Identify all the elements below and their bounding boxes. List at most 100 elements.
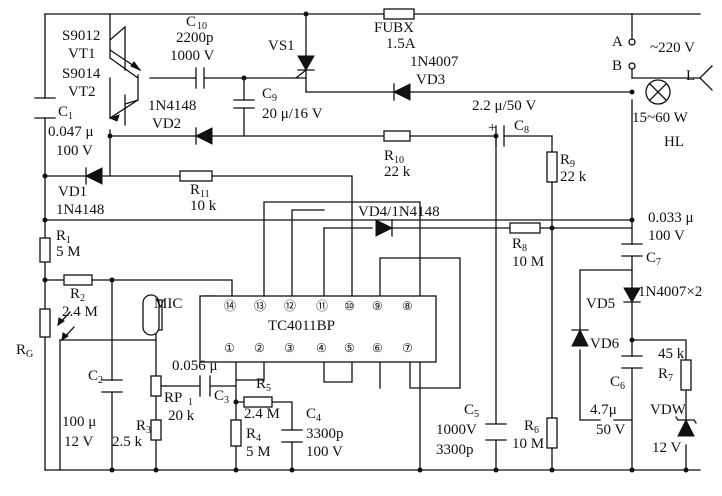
ic-pin-1: ① bbox=[224, 341, 235, 355]
ic-pin-labels: ⑭ ⑬ ⑫ ⑪ ⑩ ⑨ ⑧ ① ② ③ ④ ⑤ ⑥ ⑦ bbox=[224, 299, 413, 355]
ic-pin-3: ③ bbox=[284, 341, 295, 355]
fuse-val: 1.5A bbox=[386, 36, 416, 52]
terminal-b bbox=[628, 62, 636, 70]
resistor-r4 bbox=[230, 419, 242, 447]
vd3-name: VD3 bbox=[416, 72, 445, 88]
capacitor-c2 bbox=[101, 379, 123, 393]
vt2-name: VT2 bbox=[68, 84, 96, 100]
lamp-name: HL bbox=[664, 134, 684, 150]
r10-sub: 10 bbox=[394, 155, 404, 166]
ic-pin-6: ⑥ bbox=[372, 341, 383, 355]
c1-val1: 0.047 μ bbox=[48, 124, 94, 140]
ic-name: TC4011BP bbox=[268, 318, 335, 334]
c5-sub: 5 bbox=[474, 409, 479, 420]
ic-pin-8: ⑧ bbox=[402, 299, 413, 313]
r3-name: R bbox=[136, 418, 146, 434]
r6-val: 10 M bbox=[512, 436, 544, 452]
ic-tc4011bp bbox=[199, 295, 437, 363]
r1-sub: 1 bbox=[66, 235, 71, 246]
resistor-r5 bbox=[243, 396, 273, 408]
resistor-rg bbox=[39, 308, 75, 342]
vd5-name: VD5 bbox=[586, 296, 615, 312]
rp1-val: 20 k bbox=[168, 408, 195, 424]
r8-sub: 8 bbox=[522, 243, 527, 254]
c3-sub: 3 bbox=[224, 395, 229, 406]
capacitor-c3 bbox=[199, 375, 211, 397]
capacitor-c9 bbox=[233, 99, 255, 109]
c2-name: C bbox=[88, 368, 98, 384]
resistor-r2 bbox=[63, 274, 93, 286]
r3-val: 2.5 k bbox=[112, 434, 143, 450]
vdw-val: 12 V bbox=[652, 440, 681, 456]
c8-val: 2.2 μ/50 V bbox=[472, 98, 536, 114]
c1-val2: 100 V bbox=[56, 143, 93, 159]
vd3-type: 1N4007 bbox=[410, 54, 459, 70]
r11-val: 10 k bbox=[190, 198, 217, 214]
c10-sub: 10 bbox=[197, 21, 207, 32]
c10-val1: 2200p bbox=[176, 30, 214, 46]
c7-val1: 0.033 μ bbox=[648, 210, 694, 226]
r1-val: 5 M bbox=[56, 244, 81, 260]
ic-pin-2: ② bbox=[254, 341, 265, 355]
vd2-name: VD2 bbox=[152, 116, 181, 132]
vd6-name: VD6 bbox=[590, 336, 620, 352]
c6-sub: 6 bbox=[620, 381, 625, 392]
c2-sub: 2 bbox=[98, 375, 103, 386]
c3-name: C bbox=[214, 388, 224, 404]
term-b-label: B bbox=[612, 58, 622, 74]
c1-sub: 1 bbox=[68, 111, 73, 122]
capacitor-c5 bbox=[485, 423, 507, 441]
labels: S9012 VT1 S9014 VT2 C 10 2200p 1000 V VS… bbox=[16, 14, 702, 460]
ic-pin-7: ⑦ bbox=[402, 341, 413, 355]
zener-vdw bbox=[675, 416, 697, 437]
c6-val2: 50 V bbox=[596, 422, 625, 438]
r2-sub: 2 bbox=[80, 293, 85, 304]
ic-pin-10: ⑩ bbox=[344, 299, 355, 313]
c4-name: C bbox=[306, 406, 316, 422]
ic-pin-5: ⑤ bbox=[344, 341, 355, 355]
vd56-type: 1N4007×2 bbox=[638, 284, 702, 300]
resistor-r8 bbox=[509, 222, 541, 234]
capacitor-c8 bbox=[495, 125, 505, 147]
ic-pin-9: ⑨ bbox=[372, 299, 383, 313]
fuse-name: FUBX bbox=[374, 20, 414, 36]
c9-val: 20 μ/16 V bbox=[262, 106, 323, 122]
r10-val: 22 k bbox=[384, 164, 411, 180]
diode-vd2 bbox=[194, 127, 213, 145]
capacitor-c10 bbox=[195, 67, 205, 89]
vs1-label: VS1 bbox=[268, 38, 295, 54]
mains-arrow-l bbox=[699, 65, 713, 91]
r2-val: 2.4 M bbox=[62, 304, 98, 320]
r6-sub: 6 bbox=[534, 425, 539, 436]
ic-pin-4: ④ bbox=[316, 341, 327, 355]
resistor-r7 bbox=[680, 359, 692, 391]
transistor-vt1 bbox=[124, 26, 142, 72]
c9-sub: 9 bbox=[272, 93, 277, 104]
c5-val2: 3300p bbox=[436, 442, 474, 458]
r8-val: 10 M bbox=[512, 254, 544, 270]
r5-val: 2.4 M bbox=[244, 406, 280, 422]
mic-label: MIC bbox=[154, 296, 182, 312]
r7-name: R bbox=[658, 366, 668, 382]
c7-sub: 7 bbox=[656, 257, 661, 268]
c6-name: C bbox=[610, 374, 620, 390]
c8-name: C bbox=[514, 118, 524, 134]
rg-sub: G bbox=[26, 349, 33, 360]
c2-val1: 100 μ bbox=[62, 414, 96, 430]
c5-name: C bbox=[464, 402, 474, 418]
resistor-r1 bbox=[39, 237, 51, 263]
r1-name: R bbox=[56, 228, 66, 244]
r9-name: R bbox=[560, 152, 570, 168]
lamp-power: 15~60 W bbox=[632, 110, 689, 126]
r7-sub: 7 bbox=[668, 373, 673, 384]
c1-name: C bbox=[58, 104, 68, 120]
capacitor-c7 bbox=[621, 243, 643, 257]
c4-val2: 100 V bbox=[306, 444, 343, 460]
capacitor-c4 bbox=[281, 429, 303, 443]
vd4-label: VD4/1N4148 bbox=[358, 204, 440, 220]
c7-val2: 100 V bbox=[648, 228, 685, 244]
wires bbox=[44, 13, 701, 471]
c5-val1: 1000V bbox=[436, 422, 477, 438]
diode-vd5 bbox=[623, 269, 641, 304]
